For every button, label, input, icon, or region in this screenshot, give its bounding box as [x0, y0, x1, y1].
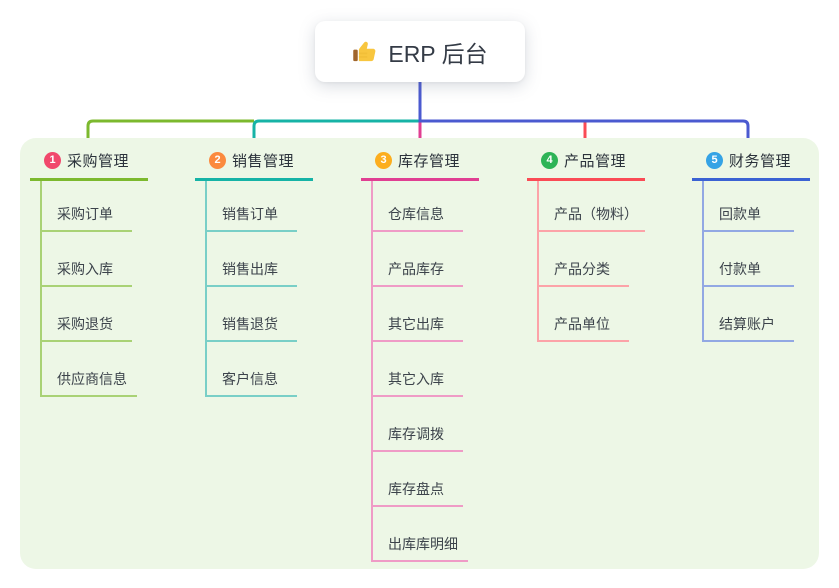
node-sales-item-1[interactable]: 销售出库: [205, 259, 297, 287]
node-item: 库存盘点: [371, 452, 479, 507]
node-inventory-item-6[interactable]: 出库库明细: [371, 534, 468, 562]
node-inventory-item-3[interactable]: 其它入库: [371, 369, 463, 397]
branches-panel: 1 采购管理采购订单采购入库采购退货供应商信息 2 销售管理销售订单销售出库销售退货客…: [20, 138, 819, 569]
branch-number-badge: 1: [44, 152, 61, 169]
node-item: 付款单: [702, 232, 810, 287]
node-item: 出库库明细: [371, 507, 479, 562]
branch-finance-node[interactable]: 5 财务管理: [692, 148, 810, 181]
tree-line: [537, 181, 539, 342]
node-item: 销售订单: [205, 177, 313, 232]
node-product-item-0[interactable]: 产品（物料）: [537, 204, 645, 232]
branch-sales: 2 销售管理销售订单销售出库销售退货客户信息: [195, 148, 313, 397]
branch-product: 4 产品管理产品（物料） 产品分类产品单位: [527, 148, 645, 342]
node-procurement-item-0[interactable]: 采购订单: [40, 204, 132, 232]
node-sales-item-3[interactable]: 客户信息: [205, 369, 297, 397]
root-node-title: ERP 后台: [388, 40, 488, 67]
branch-product-node[interactable]: 4 产品管理: [527, 148, 645, 181]
branch-finance: 5 财务管理回款单付款单结算账户: [692, 148, 810, 342]
node-item: 回款单: [702, 177, 810, 232]
branch-procurement-children: 采购订单采购入库采购退货供应商信息: [30, 177, 148, 397]
node-item: 采购入库: [40, 232, 148, 287]
node-sales-item-2[interactable]: 销售退货: [205, 314, 297, 342]
node-item: 销售出库: [205, 232, 313, 287]
root-node[interactable]: ERP 后台: [315, 21, 525, 82]
tree-line: [40, 181, 42, 397]
node-item: 销售退货: [205, 287, 313, 342]
node-item: 其它出库: [371, 287, 479, 342]
node-item: 供应商信息: [40, 342, 148, 397]
tree-line: [371, 181, 373, 562]
branch-label: 采购管理: [67, 153, 130, 170]
branch-number-badge: 5: [706, 152, 723, 169]
node-item: 仓库信息: [371, 177, 479, 232]
branch-label: 产品管理: [564, 153, 627, 170]
branch-sales-node[interactable]: 2 销售管理: [195, 148, 313, 181]
node-finance-item-0[interactable]: 回款单: [702, 204, 794, 232]
node-item: 产品（物料）: [537, 177, 645, 232]
node-item: 产品单位: [537, 287, 645, 342]
branch-finance-children: 回款单付款单结算账户: [692, 177, 810, 342]
node-item: 客户信息: [205, 342, 313, 397]
node-inventory-item-5[interactable]: 库存盘点: [371, 479, 463, 507]
branch-number-badge: 3: [375, 152, 392, 169]
node-item: 采购退货: [40, 287, 148, 342]
branch-number-badge: 2: [209, 152, 226, 169]
node-inventory-item-4[interactable]: 库存调拨: [371, 424, 463, 452]
node-item: 采购订单: [40, 177, 148, 232]
thumbs-up-icon: [352, 39, 377, 64]
branch-label: 库存管理: [398, 153, 461, 170]
node-procurement-item-2[interactable]: 采购退货: [40, 314, 132, 342]
branch-sales-children: 销售订单销售出库销售退货客户信息: [195, 177, 313, 397]
node-item: 结算账户: [702, 287, 810, 342]
branch-inventory: 3 库存管理仓库信息产品库存其它出库其它入库库存调拨库存盘点出库库明细: [361, 148, 479, 562]
tree-line: [205, 181, 207, 397]
branch-product-children: 产品（物料） 产品分类产品单位: [527, 177, 645, 342]
branch-procurement-node[interactable]: 1 采购管理: [30, 148, 148, 181]
branch-inventory-children: 仓库信息产品库存其它出库其它入库库存调拨库存盘点出库库明细: [361, 177, 479, 562]
node-finance-item-2[interactable]: 结算账户: [702, 314, 794, 342]
branch-number-badge: 4: [541, 152, 558, 169]
node-finance-item-1[interactable]: 付款单: [702, 259, 794, 287]
node-procurement-item-1[interactable]: 采购入库: [40, 259, 132, 287]
node-item: 其它入库: [371, 342, 479, 397]
node-item: 产品分类: [537, 232, 645, 287]
node-procurement-item-3[interactable]: 供应商信息: [40, 369, 137, 397]
node-item: 产品库存: [371, 232, 479, 287]
branch-procurement: 1 采购管理采购订单采购入库采购退货供应商信息: [30, 148, 148, 397]
node-product-item-2[interactable]: 产品单位: [537, 314, 629, 342]
branch-label: 财务管理: [729, 153, 792, 170]
tree-line: [702, 181, 704, 342]
node-item: 库存调拨: [371, 397, 479, 452]
node-inventory-item-0[interactable]: 仓库信息: [371, 204, 463, 232]
branch-label: 销售管理: [232, 153, 295, 170]
node-sales-item-0[interactable]: 销售订单: [205, 204, 297, 232]
branch-inventory-node[interactable]: 3 库存管理: [361, 148, 479, 181]
node-product-item-1[interactable]: 产品分类: [537, 259, 629, 287]
node-inventory-item-1[interactable]: 产品库存: [371, 259, 463, 287]
node-inventory-item-2[interactable]: 其它出库: [371, 314, 463, 342]
